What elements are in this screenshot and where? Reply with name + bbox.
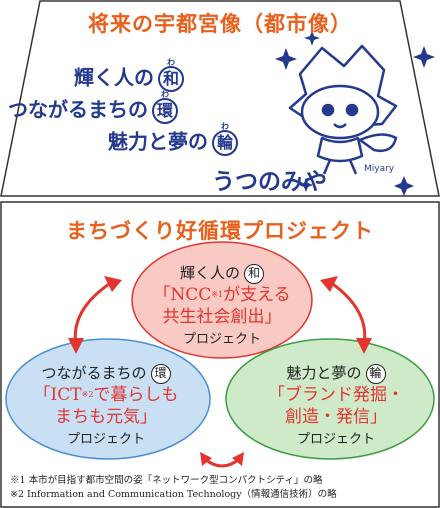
circled-kanji: 和 bbox=[244, 264, 264, 284]
quote-text: 「NCC bbox=[153, 285, 212, 305]
circled-kanji: 輪 bbox=[365, 364, 386, 384]
project-ict: つながるまちの環 「ICT※2で暮らしも まちも元気」 プロジェクト bbox=[8, 362, 204, 447]
kanji-ruby: わ bbox=[161, 90, 169, 99]
star-icon bbox=[413, 46, 435, 68]
star-icon bbox=[275, 48, 297, 70]
kanji-char: 和 bbox=[247, 266, 260, 280]
circled-kanji: わ和 bbox=[158, 59, 184, 92]
arrowhead-right-bottom bbox=[356, 338, 372, 354]
circled-kanji: 環 bbox=[150, 364, 171, 384]
arrowhead-left-bottom bbox=[68, 338, 84, 354]
kanji-char: 輪 bbox=[369, 366, 382, 380]
circle-ncc bbox=[131, 241, 313, 359]
star-icons bbox=[275, 30, 435, 196]
kanji-ruby: わ bbox=[221, 122, 229, 131]
circled-kanji: わ輪 bbox=[212, 123, 238, 156]
mascot-name: Miyary bbox=[364, 164, 395, 174]
star-icon bbox=[304, 30, 320, 46]
quote-text: で暮らしも bbox=[93, 385, 179, 405]
project-panel bbox=[0, 203, 440, 508]
vision-panel: 将来の宇都宮像（都市像） 輝く人のわ和 つながるまちのわ環 魅力と夢のわ輪 うつ… bbox=[0, 0, 440, 202]
kanji-char: 環 bbox=[156, 101, 173, 120]
head-text: 輝く人の bbox=[179, 264, 240, 282]
slogan-people: 輝く人のわ和 bbox=[74, 59, 184, 92]
arrowhead-right-top bbox=[320, 276, 338, 292]
project-foot: プロジェクト bbox=[66, 432, 145, 447]
project-quote-line2: 創造・発信」 bbox=[285, 407, 387, 427]
footnote-ref: ※2 bbox=[81, 390, 94, 399]
circled-kanji: わ環 bbox=[152, 91, 178, 124]
star-icon bbox=[299, 178, 313, 192]
footnotes: ※1 本市が目指す都市空間の姿「ネットワーク型コンパクトシティ」の略 ※2 In… bbox=[10, 474, 436, 502]
quote-text: 「ICT bbox=[33, 385, 82, 405]
project-quote-line1: 「NCC※1が支える bbox=[132, 284, 312, 306]
project-quote-line1: 「ブランド発掘・ bbox=[268, 385, 404, 405]
footnote-2: ※2 Information and Communication Technol… bbox=[10, 489, 337, 500]
quote-text: が支える bbox=[223, 285, 291, 305]
project-foot: プロジェクト bbox=[296, 432, 375, 447]
project-head: 魅力と夢の輪 bbox=[236, 362, 436, 384]
kanji-char: 環 bbox=[154, 366, 167, 380]
kanji-char: 輪 bbox=[216, 133, 233, 152]
project-quote-line2: まちも元気」 bbox=[55, 407, 157, 427]
slogan-text: 輝く人の bbox=[74, 65, 154, 90]
slogan-town: つながるまちのわ環 bbox=[8, 91, 178, 124]
project-title: まちづくり好循環プロジェクト bbox=[66, 219, 374, 243]
head-text: つながるまちの bbox=[41, 364, 147, 382]
mascot-miyary-icon bbox=[288, 44, 398, 175]
head-text: 魅力と夢の bbox=[286, 364, 362, 382]
project-head: つながるまちの環 bbox=[8, 362, 204, 384]
project-quote-line1: 「ICT※2で暮らしも bbox=[8, 384, 204, 406]
footnote-1: ※1 本市が目指す都市空間の姿「ネットワーク型コンパクトシティ」の略 bbox=[10, 475, 323, 486]
arrow-bottom bbox=[204, 458, 240, 468]
slogan-text: 魅力と夢の bbox=[108, 129, 208, 154]
footnote-ref: ※1 bbox=[211, 290, 224, 299]
vision-title: 将来の宇都宮像（都市像） bbox=[88, 12, 352, 36]
star-icon bbox=[394, 176, 414, 196]
arrowhead-left-top bbox=[104, 276, 122, 292]
kanji-char: 和 bbox=[162, 69, 179, 88]
project-head: 輝く人の和 bbox=[132, 262, 312, 284]
project-brand: 魅力と夢の輪 「ブランド発掘・ 創造・発信」 プロジェクト bbox=[236, 362, 436, 447]
arrowhead-bottom-right bbox=[232, 452, 244, 466]
arrow-heads bbox=[68, 276, 372, 466]
project-quote-line2: 共生社会創出」 bbox=[162, 307, 282, 327]
project-ncc: 輝く人の和 「NCC※1が支える 共生社会創出」 プロジェクト bbox=[132, 262, 312, 347]
project-foot: プロジェクト bbox=[182, 332, 261, 347]
kanji-ruby: わ bbox=[167, 58, 175, 67]
brand-name: うつのみや bbox=[212, 169, 327, 195]
slogan-dream: 魅力と夢のわ輪 bbox=[108, 123, 238, 156]
slogan-text: つながるまちの bbox=[8, 97, 148, 122]
arrowhead-bottom-left bbox=[200, 452, 212, 466]
